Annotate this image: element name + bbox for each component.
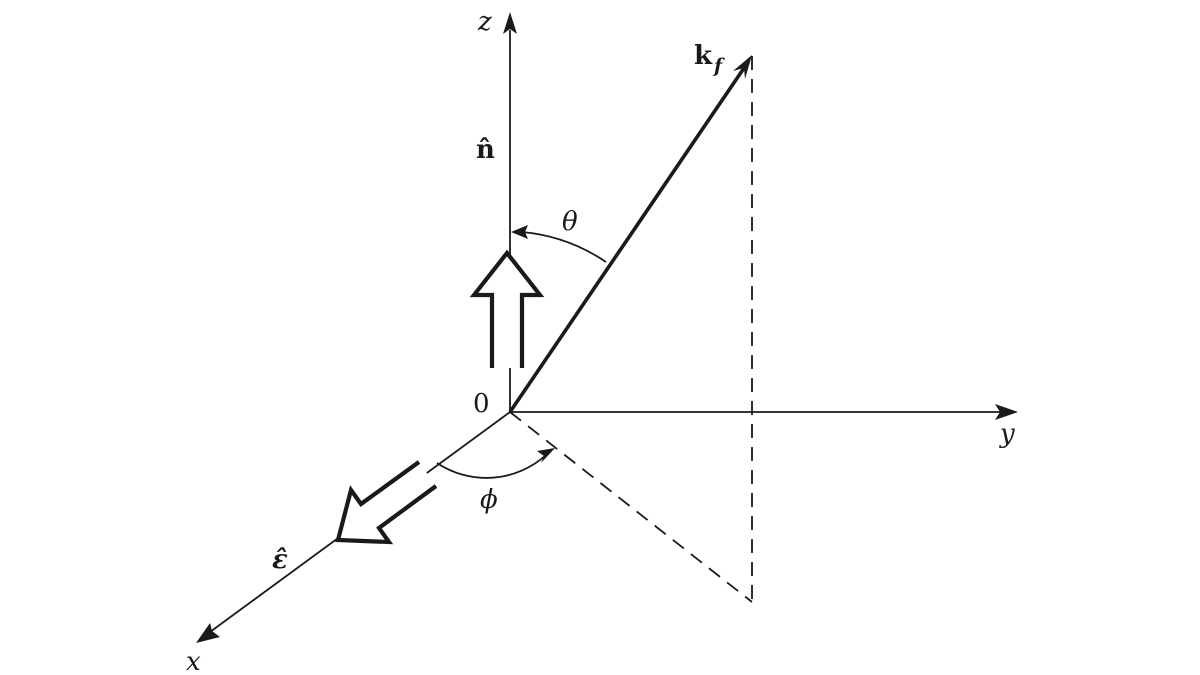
n-hat-label: n̂ xyxy=(476,135,495,165)
theta-angle-arc xyxy=(511,225,607,263)
projection-xy-dashed-line xyxy=(509,411,753,603)
x-axis-label: x xyxy=(186,647,201,675)
n-hat-hollow-arrow xyxy=(469,249,545,368)
kf-vector-arrow xyxy=(508,55,752,414)
phi-angle-arc xyxy=(436,448,555,479)
kf-subscript: f xyxy=(712,55,725,77)
theta-label: θ xyxy=(562,207,578,237)
epsilon-hat-hollow-arrow xyxy=(335,460,438,545)
epsilon-hat-label: ε̂ xyxy=(272,545,288,575)
kf-bold-k: k xyxy=(694,41,713,71)
y-axis xyxy=(510,404,1018,420)
phi-label: ϕ xyxy=(480,485,498,515)
origin-label: 0 xyxy=(473,389,490,419)
y-axis-label: y xyxy=(999,419,1015,449)
z-axis-label: z xyxy=(477,7,492,37)
